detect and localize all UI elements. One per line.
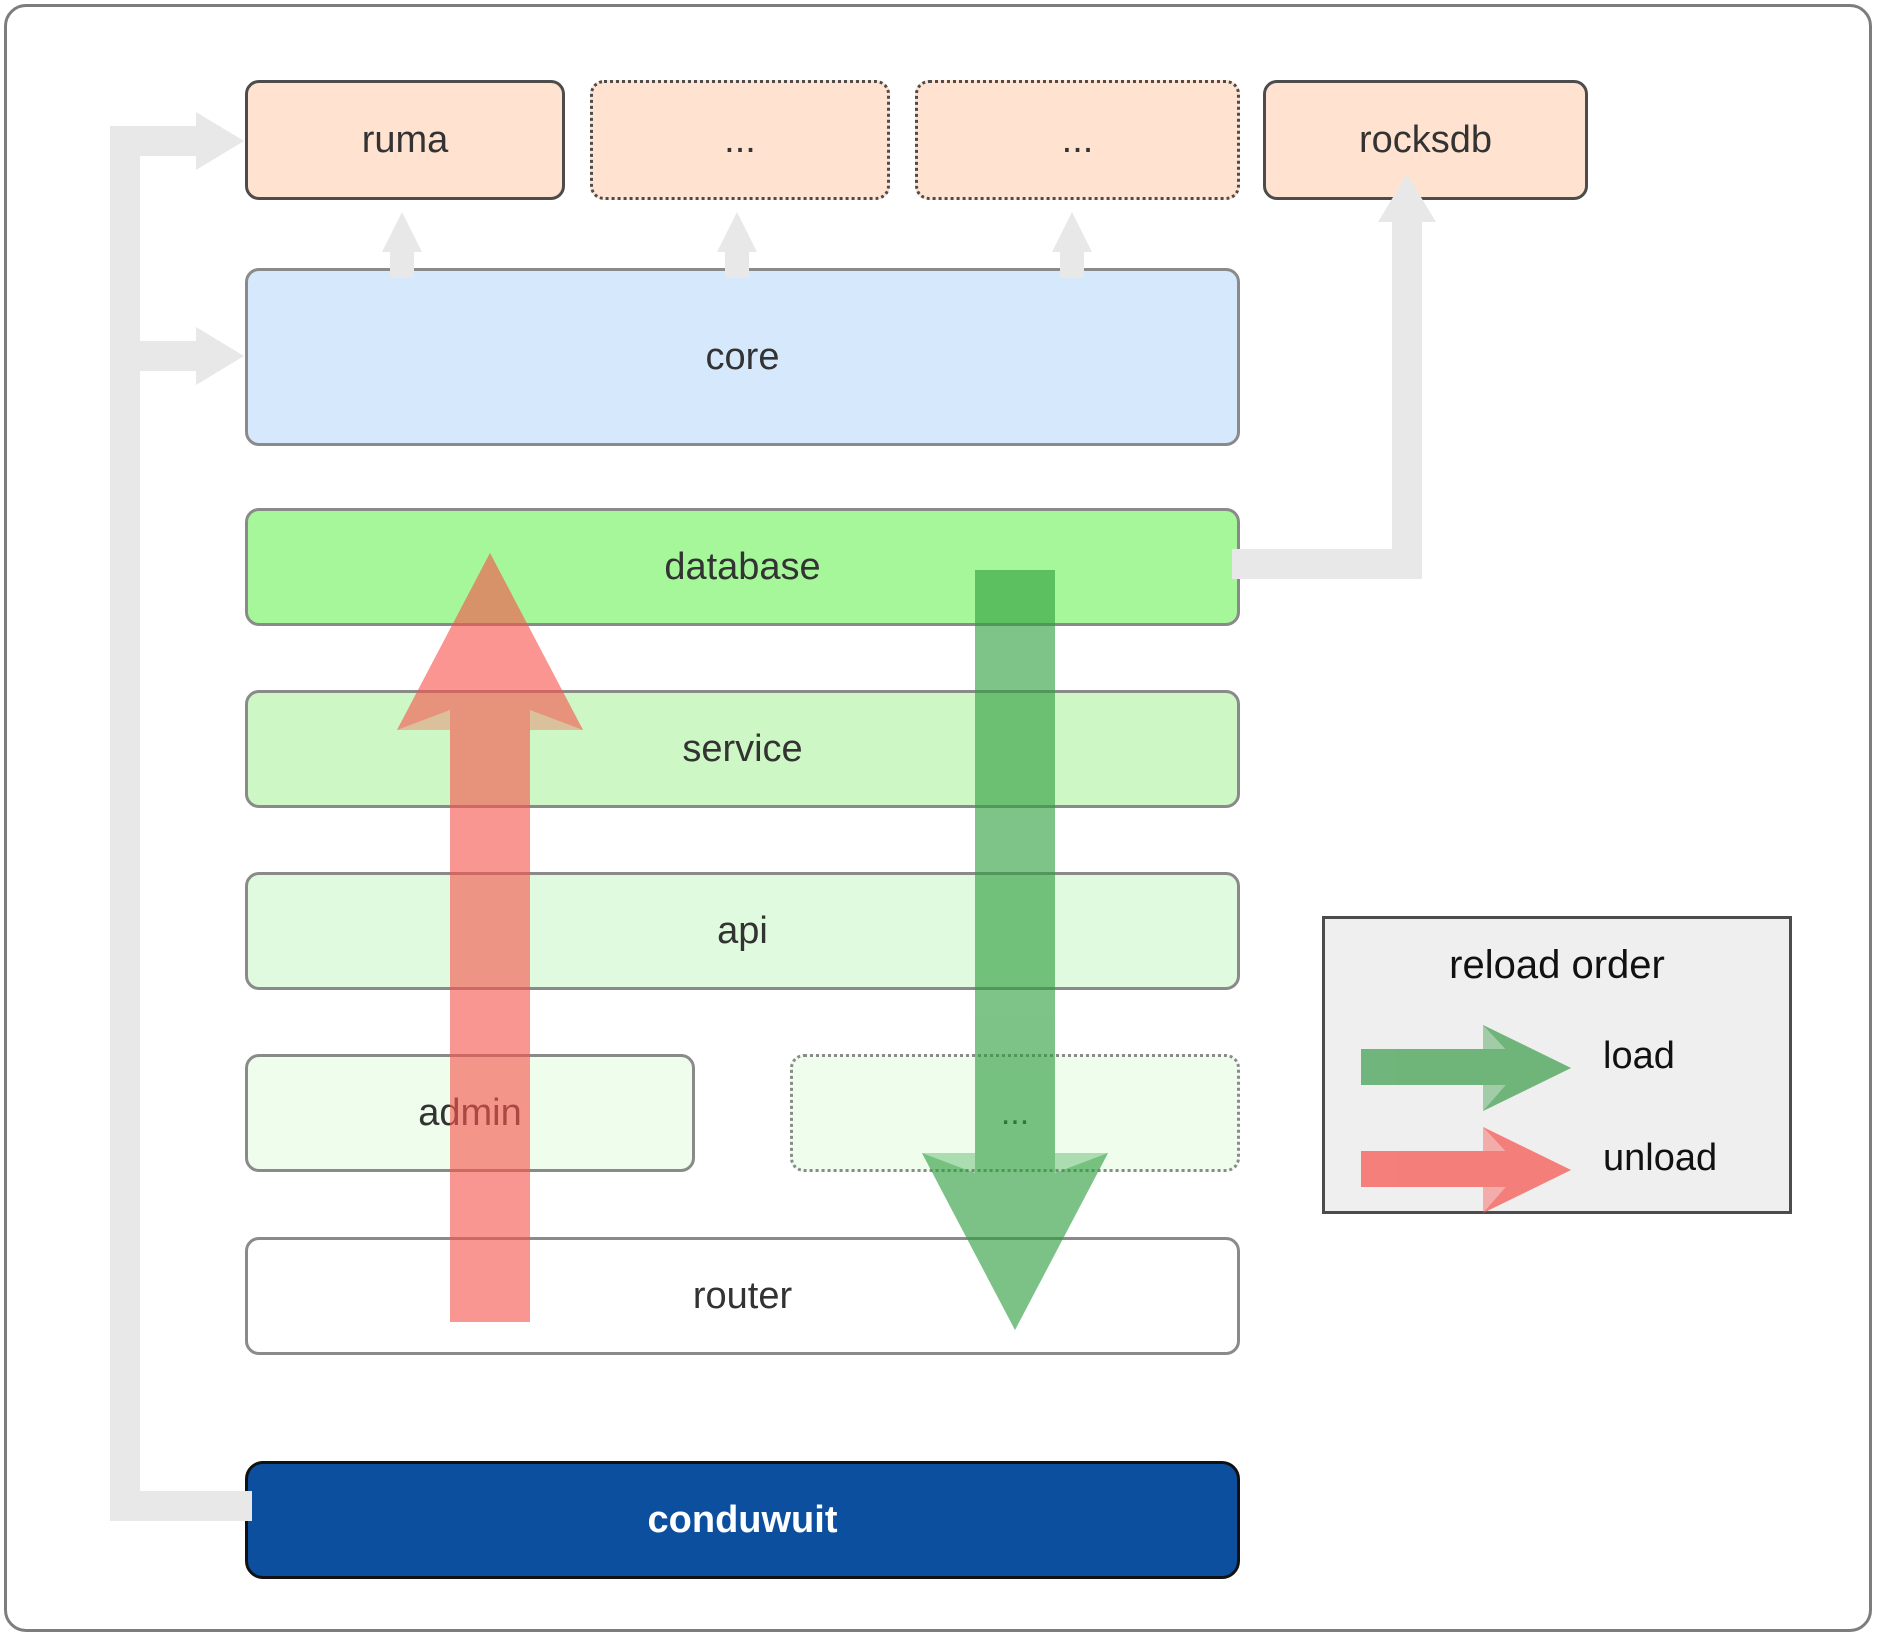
legend-load-arrow-icon	[1361, 1025, 1571, 1111]
legend-unload-arrow-icon	[1361, 1127, 1571, 1213]
legend-panel: reload order load unload	[1322, 916, 1792, 1214]
legend-title: reload order	[1449, 943, 1665, 987]
layer-box-conduwuit[interactable]: conduwuit	[245, 1461, 1240, 1579]
legend-row-unload: unload	[1325, 1127, 1789, 1213]
crate-box-placeholder-1[interactable]: ...	[590, 80, 890, 200]
crate-label-ruma: ruma	[361, 118, 449, 161]
legend-label-load: load	[1603, 1035, 1675, 1077]
layer-box-database[interactable]: database	[245, 508, 1240, 626]
layer-label-placeholder: ...	[1000, 1093, 1030, 1132]
layer-label-conduwuit: conduwuit	[647, 1498, 838, 1541]
layer-box-service[interactable]: service	[245, 690, 1240, 808]
legend-label-unload: unload	[1603, 1137, 1718, 1179]
crate-box-ruma[interactable]: ruma	[245, 80, 565, 200]
layer-box-core[interactable]: core	[245, 268, 1240, 446]
crate-label-placeholder-1: ...	[724, 118, 756, 161]
layer-box-api[interactable]: api	[245, 872, 1240, 990]
layer-label-api: api	[717, 909, 768, 952]
diagram-frame	[4, 4, 1872, 1632]
legend-row-load: load	[1325, 1025, 1789, 1111]
crate-box-placeholder-2[interactable]: ...	[915, 80, 1240, 200]
crate-label-rocksdb: rocksdb	[1358, 118, 1493, 161]
crate-label-placeholder-2: ...	[1061, 118, 1094, 161]
layer-label-service: service	[682, 727, 803, 770]
layer-label-core: core	[705, 335, 780, 378]
layer-box-placeholder[interactable]: ...	[790, 1054, 1240, 1172]
layer-label-admin: admin	[418, 1091, 522, 1134]
layer-box-router[interactable]: router	[245, 1237, 1240, 1355]
layer-label-database: database	[664, 545, 821, 588]
crate-box-rocksdb[interactable]: rocksdb	[1263, 80, 1588, 200]
layer-box-admin[interactable]: admin	[245, 1054, 695, 1172]
layer-label-router: router	[692, 1274, 793, 1317]
